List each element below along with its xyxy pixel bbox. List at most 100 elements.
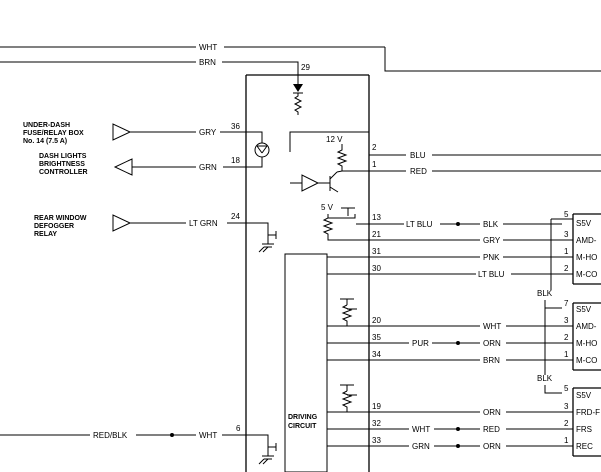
blk-bus: BLK BLK xyxy=(537,218,562,394)
sensor-wires-group-1: 13 LT BLU BLK 21 GRY 31 PNK 30 LT BLU xyxy=(327,213,562,279)
g2-pin-2: 2 xyxy=(564,333,569,342)
pin-2: 2 xyxy=(372,143,377,152)
driving-circuit: DRIVING CIRCUIT xyxy=(284,253,328,472)
dash-lights-callout: DASH LIGHTS BRIGHTNESS CONTROLLER GRN 18 xyxy=(39,153,240,176)
g3-pin-2: 2 xyxy=(564,419,569,428)
wire-label-gry: GRY xyxy=(199,128,217,137)
wire-label-grn-low: GRN xyxy=(412,442,430,451)
dash-lights-line2: BRIGHTNESS xyxy=(39,161,85,168)
sensor-symbol-2 xyxy=(340,298,357,326)
twelve-volt-circuit: 12 V 2 1 BLU RED xyxy=(289,131,601,193)
connector-group-2: 7 3 2 1 S5V AMD- M-HO M-CO xyxy=(562,299,601,371)
g3-frs: FRS xyxy=(576,425,592,434)
dash-lights-line3: CONTROLLER xyxy=(39,169,88,176)
g2-s5v: S5V xyxy=(576,305,592,314)
bus-label-blk-1: BLK xyxy=(537,289,553,298)
pin-36: 36 xyxy=(231,122,240,131)
wire-label-brn-top: BRN xyxy=(199,58,216,67)
wire-label-wht-low: WHT xyxy=(412,425,430,434)
label-12v: 12 V xyxy=(326,135,343,144)
pin-32: 32 xyxy=(372,419,381,428)
buffer-icon xyxy=(301,174,320,192)
top-wires: WHT BRN 29 xyxy=(0,43,601,84)
fuse-relay-line1: UNDER-DASH xyxy=(23,122,70,129)
wire-label-ltblu-r: LT BLU xyxy=(478,270,505,279)
arrow-icon xyxy=(113,158,133,176)
bulb-icon xyxy=(254,142,270,158)
pin-6: 6 xyxy=(236,424,241,433)
wire-label-orn-low-2: ORN xyxy=(483,442,501,451)
wire-label-pur: PUR xyxy=(412,339,429,348)
fuse-relay-callout: UNDER-DASH FUSE/RELAY BOX No. 14 (7.5 A)… xyxy=(23,122,263,145)
diode-resistor-29 xyxy=(293,84,303,115)
g3-pin-5: 5 xyxy=(564,384,569,393)
pin-20: 20 xyxy=(372,316,381,325)
wire-label-grn: GRN xyxy=(199,163,217,172)
pin-18: 18 xyxy=(231,156,240,165)
wire-label-wht-top: WHT xyxy=(199,43,217,52)
pin-29: 29 xyxy=(301,63,310,72)
pin-35: 35 xyxy=(372,333,381,342)
g3-pin-3: 3 xyxy=(564,402,569,411)
g2-pin-7: 7 xyxy=(564,299,569,308)
g3-pin-1: 1 xyxy=(564,436,569,445)
g1-pin-2: 2 xyxy=(564,264,569,273)
wire-label-gry-mid: GRY xyxy=(483,236,501,245)
pin-21: 21 xyxy=(372,230,381,239)
g1-mco: M-CO xyxy=(576,270,597,279)
dash-lights-line1: DASH LIGHTS xyxy=(39,153,87,160)
wire-label-orn-mid: ORN xyxy=(483,339,501,348)
arrow-icon xyxy=(112,123,132,141)
pin-24: 24 xyxy=(231,212,240,221)
wire-label-redblk: RED/BLK xyxy=(93,431,128,440)
wire-label-wht-mid: WHT xyxy=(483,322,501,331)
g3-frd: FRD-F xyxy=(576,408,600,417)
g2-amd: AMD- xyxy=(576,322,597,331)
pin-6-wire: RED/BLK WHT 6 xyxy=(0,424,277,465)
wire-label-blk: BLK xyxy=(483,220,499,229)
g3-s5v: S5V xyxy=(576,391,592,400)
wire-label-orn-low: ORN xyxy=(483,408,501,417)
g2-mho: M-HO xyxy=(576,339,597,348)
wire-label-ltgrn: LT GRN xyxy=(189,219,218,228)
wire-label-brn-mid: BRN xyxy=(483,356,500,365)
g1-pin-1: 1 xyxy=(564,247,569,256)
sensor-wires-group-2: 20 WHT 35 PUR ORN 34 BRN xyxy=(327,316,562,365)
arrow-icon xyxy=(112,214,132,232)
wire-label-red-low: RED xyxy=(483,425,500,434)
g1-pin-5: 5 xyxy=(564,210,569,219)
pin-1: 1 xyxy=(372,160,377,169)
g2-pin-3: 3 xyxy=(564,316,569,325)
label-5v: 5 V xyxy=(321,203,334,212)
wire-label-wht-bottom: WHT xyxy=(199,431,217,440)
g2-mco: M-CO xyxy=(576,356,597,365)
pin-34: 34 xyxy=(372,350,381,359)
wire-label-pnk: PNK xyxy=(483,253,500,262)
connector-group-3: 5 3 2 1 S5V FRD-F FRS REC xyxy=(562,384,601,457)
rear-window-callout: REAR WINDOW DEFOGGER RELAY LT GRN 24 xyxy=(34,212,269,238)
sensor-wires-group-3: 19 ORN 32 WHT RED 33 GRN ORN xyxy=(327,402,562,451)
wire-label-ltblu: LT BLU xyxy=(406,220,433,229)
five-volt-circuit: 5 V xyxy=(321,203,369,241)
g1-pin-3: 3 xyxy=(564,230,569,239)
fuse-relay-line2: FUSE/RELAY BOX xyxy=(23,130,84,137)
rear-window-line1: REAR WINDOW xyxy=(34,215,87,222)
pin-13: 13 xyxy=(372,213,381,222)
g1-s5v: S5V xyxy=(576,219,592,228)
connector-group-1: 5 3 1 2 S5V AMD- M-HO M-CO xyxy=(562,210,601,285)
wire-label-red: RED xyxy=(410,167,427,176)
bus-label-blk-2: BLK xyxy=(537,374,553,383)
pin-33: 33 xyxy=(372,436,381,445)
g2-pin-1: 1 xyxy=(564,350,569,359)
g1-mho: M-HO xyxy=(576,253,597,262)
indicator-lamp xyxy=(223,142,270,168)
g1-amd: AMD- xyxy=(576,236,597,245)
transistor-24 xyxy=(258,227,277,253)
sensor-symbol-3 xyxy=(340,384,357,412)
rear-window-line3: RELAY xyxy=(34,231,57,238)
driving-label-2: CIRCUIT xyxy=(288,423,317,430)
pin-31: 31 xyxy=(372,247,381,256)
pin-19: 19 xyxy=(372,402,381,411)
driving-label-1: DRIVING xyxy=(288,414,318,421)
